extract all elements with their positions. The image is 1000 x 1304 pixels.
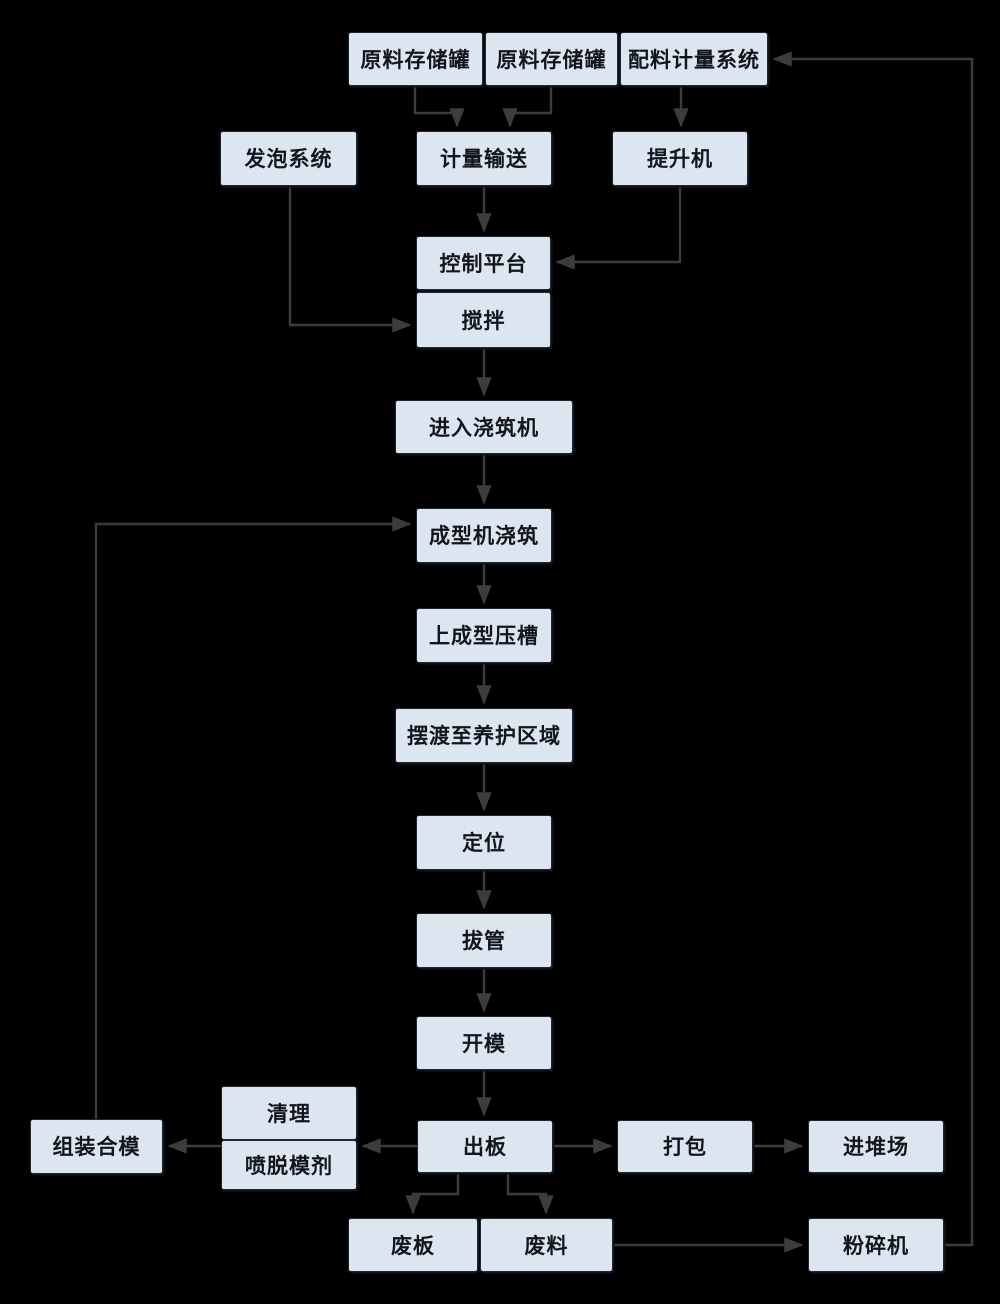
node-label: 原料存储罐 [496,46,607,72]
node-demolding[interactable]: 开模 [416,1016,552,1070]
node-label: 计量输送 [440,146,528,171]
node-assemble-mold[interactable]: 组装合模 [30,1119,163,1174]
node-control-platform[interactable]: 控制平台 [416,236,551,290]
node-label: 出板 [463,1134,507,1159]
node-enter-caster[interactable]: 进入浇筑机 [395,400,573,454]
node-batching-system[interactable]: 配料计量系统 [620,32,768,86]
node-positioning[interactable]: 定位 [416,815,552,870]
node-label: 原料存储罐 [360,46,471,72]
node-cleaning[interactable]: 清理 [221,1086,357,1140]
node-label: 清理 [267,1100,311,1126]
node-elevator[interactable]: 提升机 [612,131,748,186]
edge-e-tank1-metering [413,86,465,128]
node-label: 组装合模 [52,1134,141,1159]
node-label: 进堆场 [843,1134,909,1159]
node-spray-release[interactable]: 喷脱模剂 [221,1140,357,1190]
node-label: 拔管 [462,928,506,953]
edge-e-elevator-control [555,186,682,270]
node-pull-tube[interactable]: 拔管 [416,913,552,968]
edge-e-boardout-wastemat [506,1173,554,1215]
node-label: 上成型压槽 [429,623,539,648]
edge-e-tank2-metering [502,86,553,128]
node-board-out[interactable]: 出板 [417,1120,553,1173]
node-metering-conv[interactable]: 计量输送 [416,131,552,186]
node-label: 摆渡至养护区域 [407,723,561,748]
node-label: 配料计量系统 [628,46,760,72]
edge-e-foaming-mixing [288,186,412,333]
node-raw-tank-2[interactable]: 原料存储罐 [485,32,618,86]
node-label: 搅拌 [461,307,506,333]
node-label: 废板 [391,1232,435,1258]
node-label: 进入浇筑机 [429,414,539,440]
node-to-stockyard[interactable]: 进堆场 [808,1120,944,1173]
node-former-casting[interactable]: 成型机浇筑 [416,508,552,563]
node-label: 打包 [663,1134,707,1159]
node-raw-tank-1[interactable]: 原料存储罐 [348,32,483,86]
node-label: 成型机浇筑 [429,523,539,548]
node-label: 开模 [462,1030,506,1056]
edge-e-assemble-former [94,516,412,1119]
node-packing[interactable]: 打包 [617,1120,753,1173]
node-label: 发泡系统 [244,146,333,171]
node-label: 定位 [462,830,506,855]
edge-e-crusher-batching [772,51,974,1247]
node-waste-board[interactable]: 废板 [348,1218,478,1272]
node-ferry-curing[interactable]: 摆渡至养护区域 [395,708,573,763]
node-crusher[interactable]: 粉碎机 [808,1218,944,1272]
node-label: 提升机 [647,146,713,171]
node-label: 喷脱模剂 [245,1152,333,1178]
edge-e-boardout-wasteboard [405,1173,460,1215]
node-label: 废料 [524,1232,569,1258]
node-waste-material[interactable]: 废料 [480,1218,613,1272]
node-press-groove[interactable]: 上成型压槽 [416,608,552,663]
node-label: 粉碎机 [843,1232,909,1258]
node-mixing[interactable]: 搅拌 [416,292,551,348]
node-foaming-system[interactable]: 发泡系统 [220,131,357,186]
node-label: 控制平台 [439,250,528,276]
